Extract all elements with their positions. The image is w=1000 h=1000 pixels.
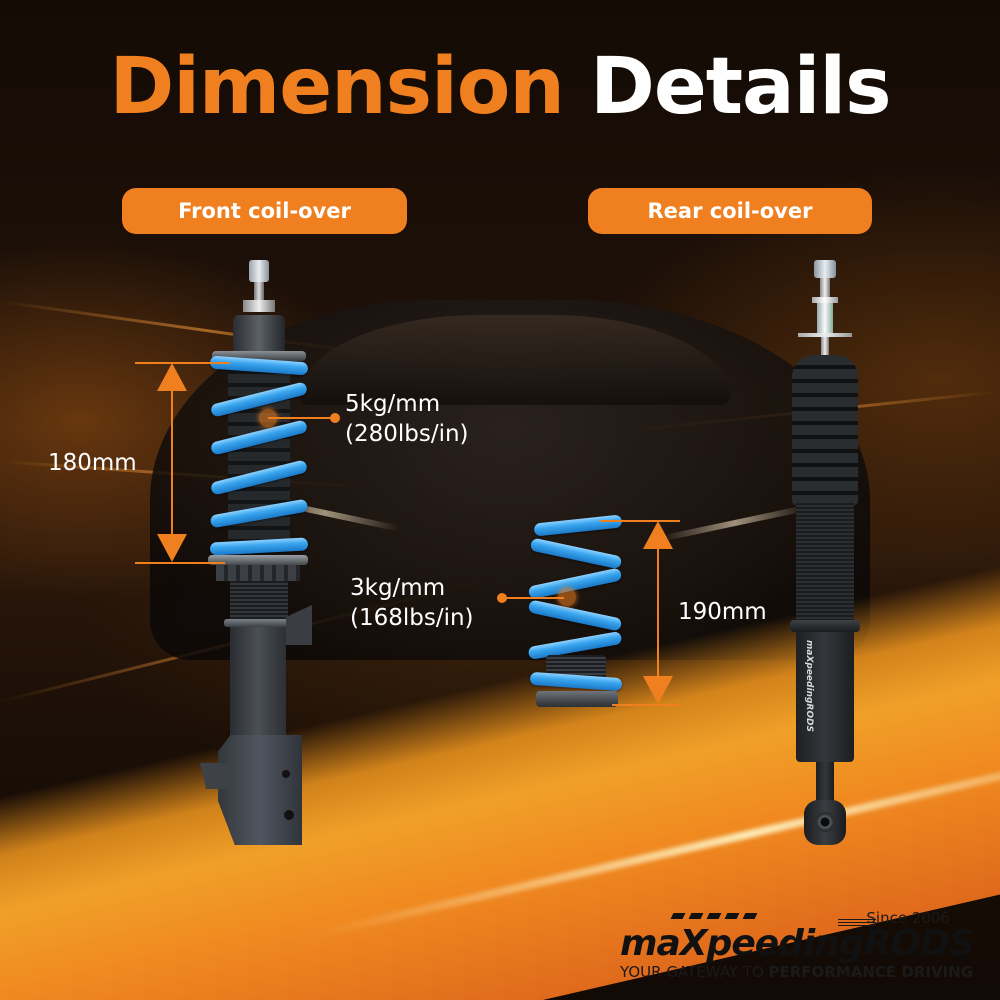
front-length-label: 180mm bbox=[48, 450, 137, 476]
front-coilover-label: Front coil-over bbox=[122, 188, 407, 234]
rear-spring-rate-imperial: (168lbs/in) bbox=[350, 605, 474, 631]
brand-since: Since 2006 bbox=[866, 909, 950, 927]
rear-callout-leader-line bbox=[502, 597, 564, 599]
front-dimension-vertical-line bbox=[171, 385, 173, 543]
checkered-flag-icon bbox=[742, 913, 758, 919]
checkered-flag-icon bbox=[670, 913, 686, 919]
front-spring-rate-metric: 5kg/mm bbox=[345, 391, 441, 417]
speed-lines-icon bbox=[838, 919, 876, 920]
rear-shock-absorber: maXpeedingRODS bbox=[790, 255, 860, 855]
title-word-dimension: Dimension bbox=[109, 42, 564, 132]
rear-length-label: 190mm bbox=[678, 599, 767, 625]
rear-spring-rate-metric: 3kg/mm bbox=[350, 575, 446, 601]
checkered-flag-icon bbox=[688, 913, 704, 919]
rear-callout-marker-icon bbox=[558, 588, 576, 606]
brand-tagline-light: YOUR GATEWAY TO bbox=[620, 963, 769, 981]
rear-dimension-arrow-down-icon bbox=[643, 676, 673, 704]
rear-dimension-top-line bbox=[600, 520, 680, 522]
rear-dimension-vertical-line bbox=[657, 545, 659, 685]
front-spring-rate-imperial: (280lbs/in) bbox=[345, 421, 469, 447]
checkered-flag-icon bbox=[724, 913, 740, 919]
front-dimension-bottom-line bbox=[135, 562, 225, 564]
brand-tagline: YOUR GATEWAY TO PERFORMANCE DRIVING bbox=[620, 963, 973, 981]
brand-tagline-bold: PERFORMANCE DRIVING bbox=[768, 963, 974, 981]
rear-coilover-label: Rear coil-over bbox=[588, 188, 872, 234]
rear-spring bbox=[520, 514, 630, 715]
page-title: Dimension Details bbox=[0, 48, 1000, 126]
title-word-details: Details bbox=[590, 42, 891, 132]
front-callout-end-dot-icon bbox=[330, 413, 340, 423]
front-dimension-arrow-up-icon bbox=[157, 363, 187, 391]
shock-body-brand-print: maXpeedingRODS bbox=[804, 640, 814, 732]
checkered-flag-icon bbox=[706, 913, 722, 919]
rear-dimension-bottom-line bbox=[612, 704, 682, 706]
brand-name: maXpeedingRODS bbox=[620, 923, 975, 964]
front-dimension-arrow-down-icon bbox=[157, 534, 187, 562]
rear-dimension-arrow-up-icon bbox=[643, 521, 673, 549]
front-coilover-strut bbox=[200, 255, 330, 875]
front-callout-leader-line bbox=[268, 417, 334, 419]
brand-logo: Since 2006 maXpeedingRODS YOUR GATEWAY T… bbox=[620, 905, 975, 985]
